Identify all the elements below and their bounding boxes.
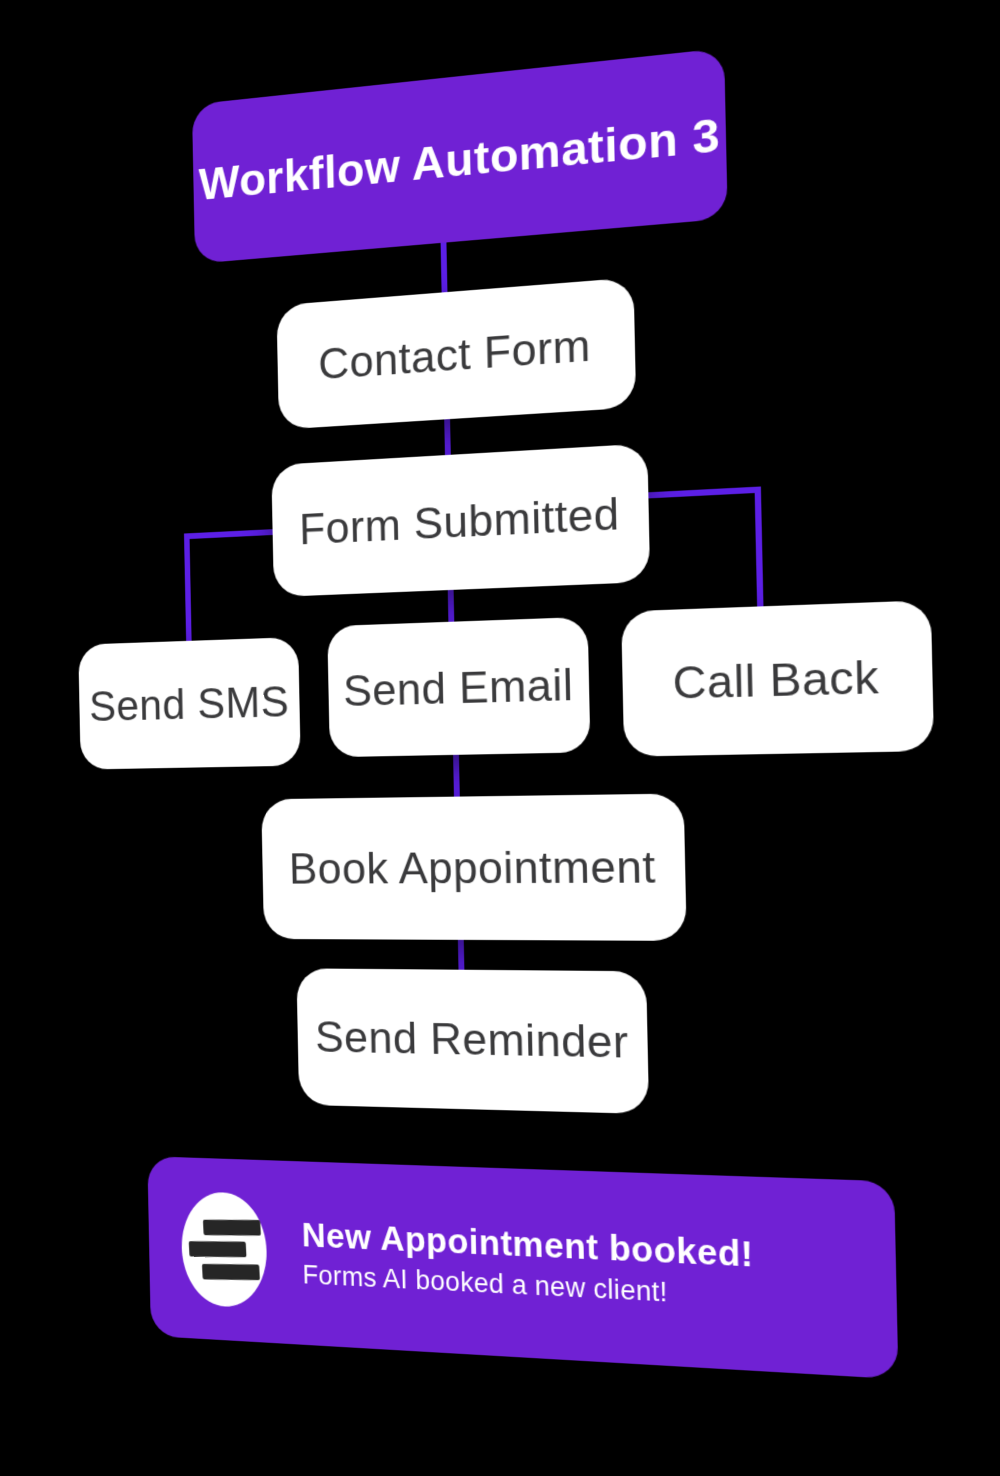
node-label: Form Submitted xyxy=(298,487,621,555)
notification-banner: New Appointment booked! Forms AI booked … xyxy=(147,1156,899,1380)
node-label: Call Back xyxy=(672,649,880,709)
three-bars-logo-icon xyxy=(180,1190,268,1309)
node-send-sms: Send SMS xyxy=(78,637,301,770)
node-form-submitted: Form Submitted xyxy=(271,443,651,598)
node-label: Send Email xyxy=(342,658,574,716)
logo-bar xyxy=(201,1263,260,1281)
node-call-back: Call Back xyxy=(621,600,935,757)
workflow-flowchart: Workflow Automation 3 Contact Form Form … xyxy=(21,0,1000,1476)
node-contact-form: Contact Form xyxy=(276,277,637,430)
edge-form-submitted-to-call-back-h xyxy=(642,486,762,499)
node-send-reminder: Send Reminder xyxy=(296,968,650,1115)
notification-text-block: New Appointment booked! Forms AI booked … xyxy=(301,1216,754,1313)
workflow-title: Workflow Automation 3 xyxy=(198,106,721,210)
node-label: Contact Form xyxy=(317,319,592,390)
node-book-appointment: Book Appointment xyxy=(261,793,687,941)
node-label: Send SMS xyxy=(88,676,290,731)
edge-form-submitted-to-send-sms-h xyxy=(183,528,281,540)
logo-bar xyxy=(202,1219,261,1236)
node-send-email: Send Email xyxy=(327,616,591,758)
logo-bar xyxy=(188,1241,247,1258)
node-label: Send Reminder xyxy=(314,1011,630,1068)
workflow-title-pill: Workflow Automation 3 xyxy=(191,48,728,264)
edge-form-submitted-to-call-back-v xyxy=(754,486,764,615)
edge-form-submitted-to-send-sms-v xyxy=(183,533,192,651)
node-label: Book Appointment xyxy=(288,840,657,894)
